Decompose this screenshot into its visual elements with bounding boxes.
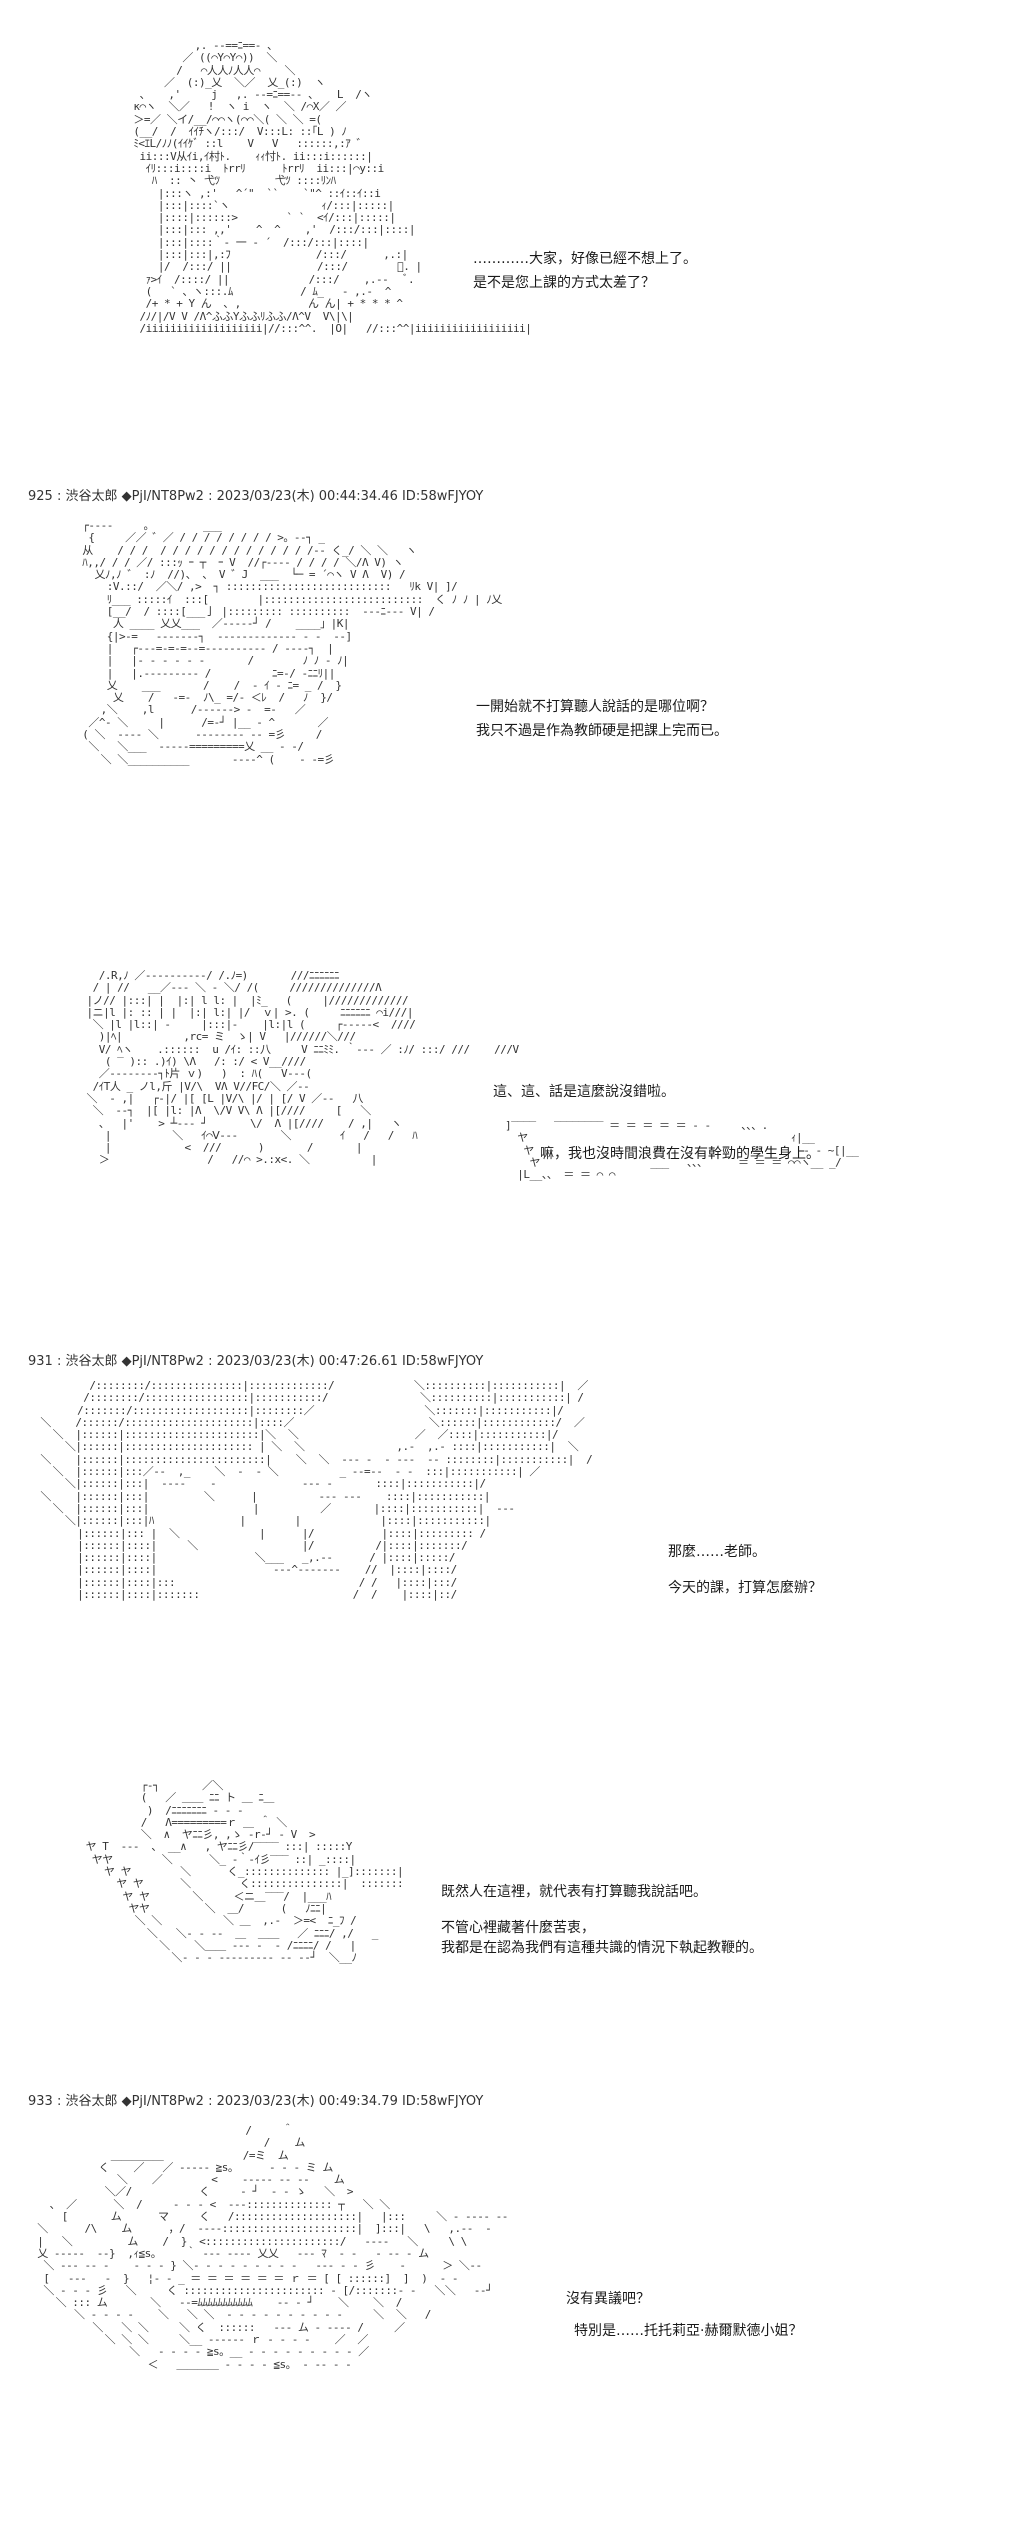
dialog-line: 今天的課，打算怎麼辦？ [668, 1580, 822, 1596]
dialog-line: 這、這、話是這麼說沒錯啦。 [493, 1084, 675, 1100]
panel-2: 925 : 渋谷太郎 ◆PjI/NT8Pw2 : 2023/03/23(木) 0… [0, 485, 1015, 955]
dialog-line: 既然人在這裡，就代表有打算聽我說話吧。 [441, 1884, 707, 1900]
ascii-art-figure-5: ┌‐┐ ／＼ ( ／ ＿＿ ﾆﾆ ト ＿ ﾆ＿ ) /ﾆﾆﾆﾆﾆﾆﾆ ‐ ‐ ‐… [85, 1779, 404, 1965]
dialog-line: 嘛，我也沒時間浪費在沒有幹勁的學生身上。 [540, 1146, 820, 1162]
post-header: 931 : 渋谷太郎 ◆PjI/NT8Pw2 : 2023/03/23(木) 0… [28, 1354, 484, 1369]
post-header: 925 : 渋谷太郎 ◆PjI/NT8Pw2 : 2023/03/23(木) 0… [28, 489, 484, 504]
dialog-block-3b: 嘛，我也沒時間浪費在沒有幹勁的學生身上。 [540, 1142, 820, 1166]
ascii-art-figure-3: /.R,ﾉ ／‐‐‐‐‐‐‐‐‐‐/ /.ﾉ=) ///ﾆﾆﾆﾆﾆﾆ / | /… [86, 969, 519, 1167]
dialog-line: 我只不過是作為教師硬是把課上完而已。 [476, 723, 728, 739]
dialog-block-6: 沒有異議吧？ 特別是……托托莉亞·赫爾默德小姐？ [566, 2287, 802, 2343]
panel-1: ,. --==ﾆ==- 、 ／ ((⌒Y⌒Y⌒)) ＼ / ⌒人人ﾉ人人⌒ ＼ … [0, 0, 1015, 485]
dialog-block-2: 一開始就不打算聽人說話的是哪位啊？ 我只不過是作為教師硬是把課上完而已。 [476, 695, 728, 743]
dialog-block-4: 那麼……老師。 今天的課，打算怎麼辦？ [668, 1540, 822, 1600]
dialog-line: 一開始就不打算聽人說話的是哪位啊？ [476, 699, 714, 715]
dialog-line: 我都是在認為我們有這種共識的情況下執起教鞭的。 [441, 1940, 763, 1956]
dialog-line: 不管心裡藏著什麼苦衷， [441, 1920, 595, 1936]
panel-3: /.R,ﾉ ／‐‐‐‐‐‐‐‐‐‐/ /.ﾉ=) ///ﾆﾆﾆﾆﾆﾆ / | /… [0, 955, 1015, 1350]
ascii-speech-bubble: ]‾‾‾‾ ‾‾‾‾‾‾‾‾ ＝ ＝ ＝ ＝ ＝ ‐ ‐ 、、、. ヤ ｨ|__… [505, 1119, 859, 1182]
panel-6: 933 : 渋谷太郎 ◆PjI/NT8Pw2 : 2023/03/23(木) 0… [0, 2090, 1015, 2540]
dialog-line: 特別是……托托莉亞·赫爾默德小姐？ [574, 2323, 803, 2339]
post-header: 933 : 渋谷太郎 ◆PjI/NT8Pw2 : 2023/03/23(木) 0… [28, 2094, 484, 2109]
panel-4: 931 : 渋谷太郎 ◆PjI/NT8Pw2 : 2023/03/23(木) 0… [0, 1350, 1015, 1780]
dialog-block-3: 這、這、話是這麼說沒錯啦。 [493, 1080, 675, 1104]
dialog-line: …………大家，好像已經不想上了。 [473, 251, 697, 267]
ascii-art-figure-4: /::::::::/:::::::::::::::|:::::::::::::/… [40, 1379, 593, 1602]
ascii-art-figure-2: ┌‐‐‐‐ 。 ___ { ／／ ゛／ / / / / / / / / >。‐-… [82, 519, 502, 766]
dialog-block-5: 既然人在這裡，就代表有打算聽我說話吧。 不管心裡藏著什麼苦衷， 我都是在認為我們… [441, 1880, 763, 1960]
dialog-line: 是不是您上課的方式太差了？ [473, 275, 655, 291]
dialog-block-1: …………大家，好像已經不想上了。 是不是您上課的方式太差了？ [473, 247, 697, 295]
dialog-line: 那麼……老師。 [668, 1544, 766, 1560]
ascii-art-figure-1: ,. --==ﾆ==- 、 ／ ((⌒Y⌒Y⌒)) ＼ / ⌒人人ﾉ人人⌒ ＼ … [133, 39, 532, 335]
panel-5: ┌‐┐ ／＼ ( ／ ＿＿ ﾆﾆ ト ＿ ﾆ＿ ) /ﾆﾆﾆﾆﾆﾆﾆ ‐ ‐ ‐… [0, 1779, 1015, 2090]
ascii-art-figure-6: / ＾ / ム ＿＿＿＿＿ /=ミ ム く ／ ／ ‐‐‐‐‐ ≧s。 ‐ ‐ … [37, 2124, 508, 2371]
dialog-line: 沒有異議吧？ [566, 2291, 650, 2307]
